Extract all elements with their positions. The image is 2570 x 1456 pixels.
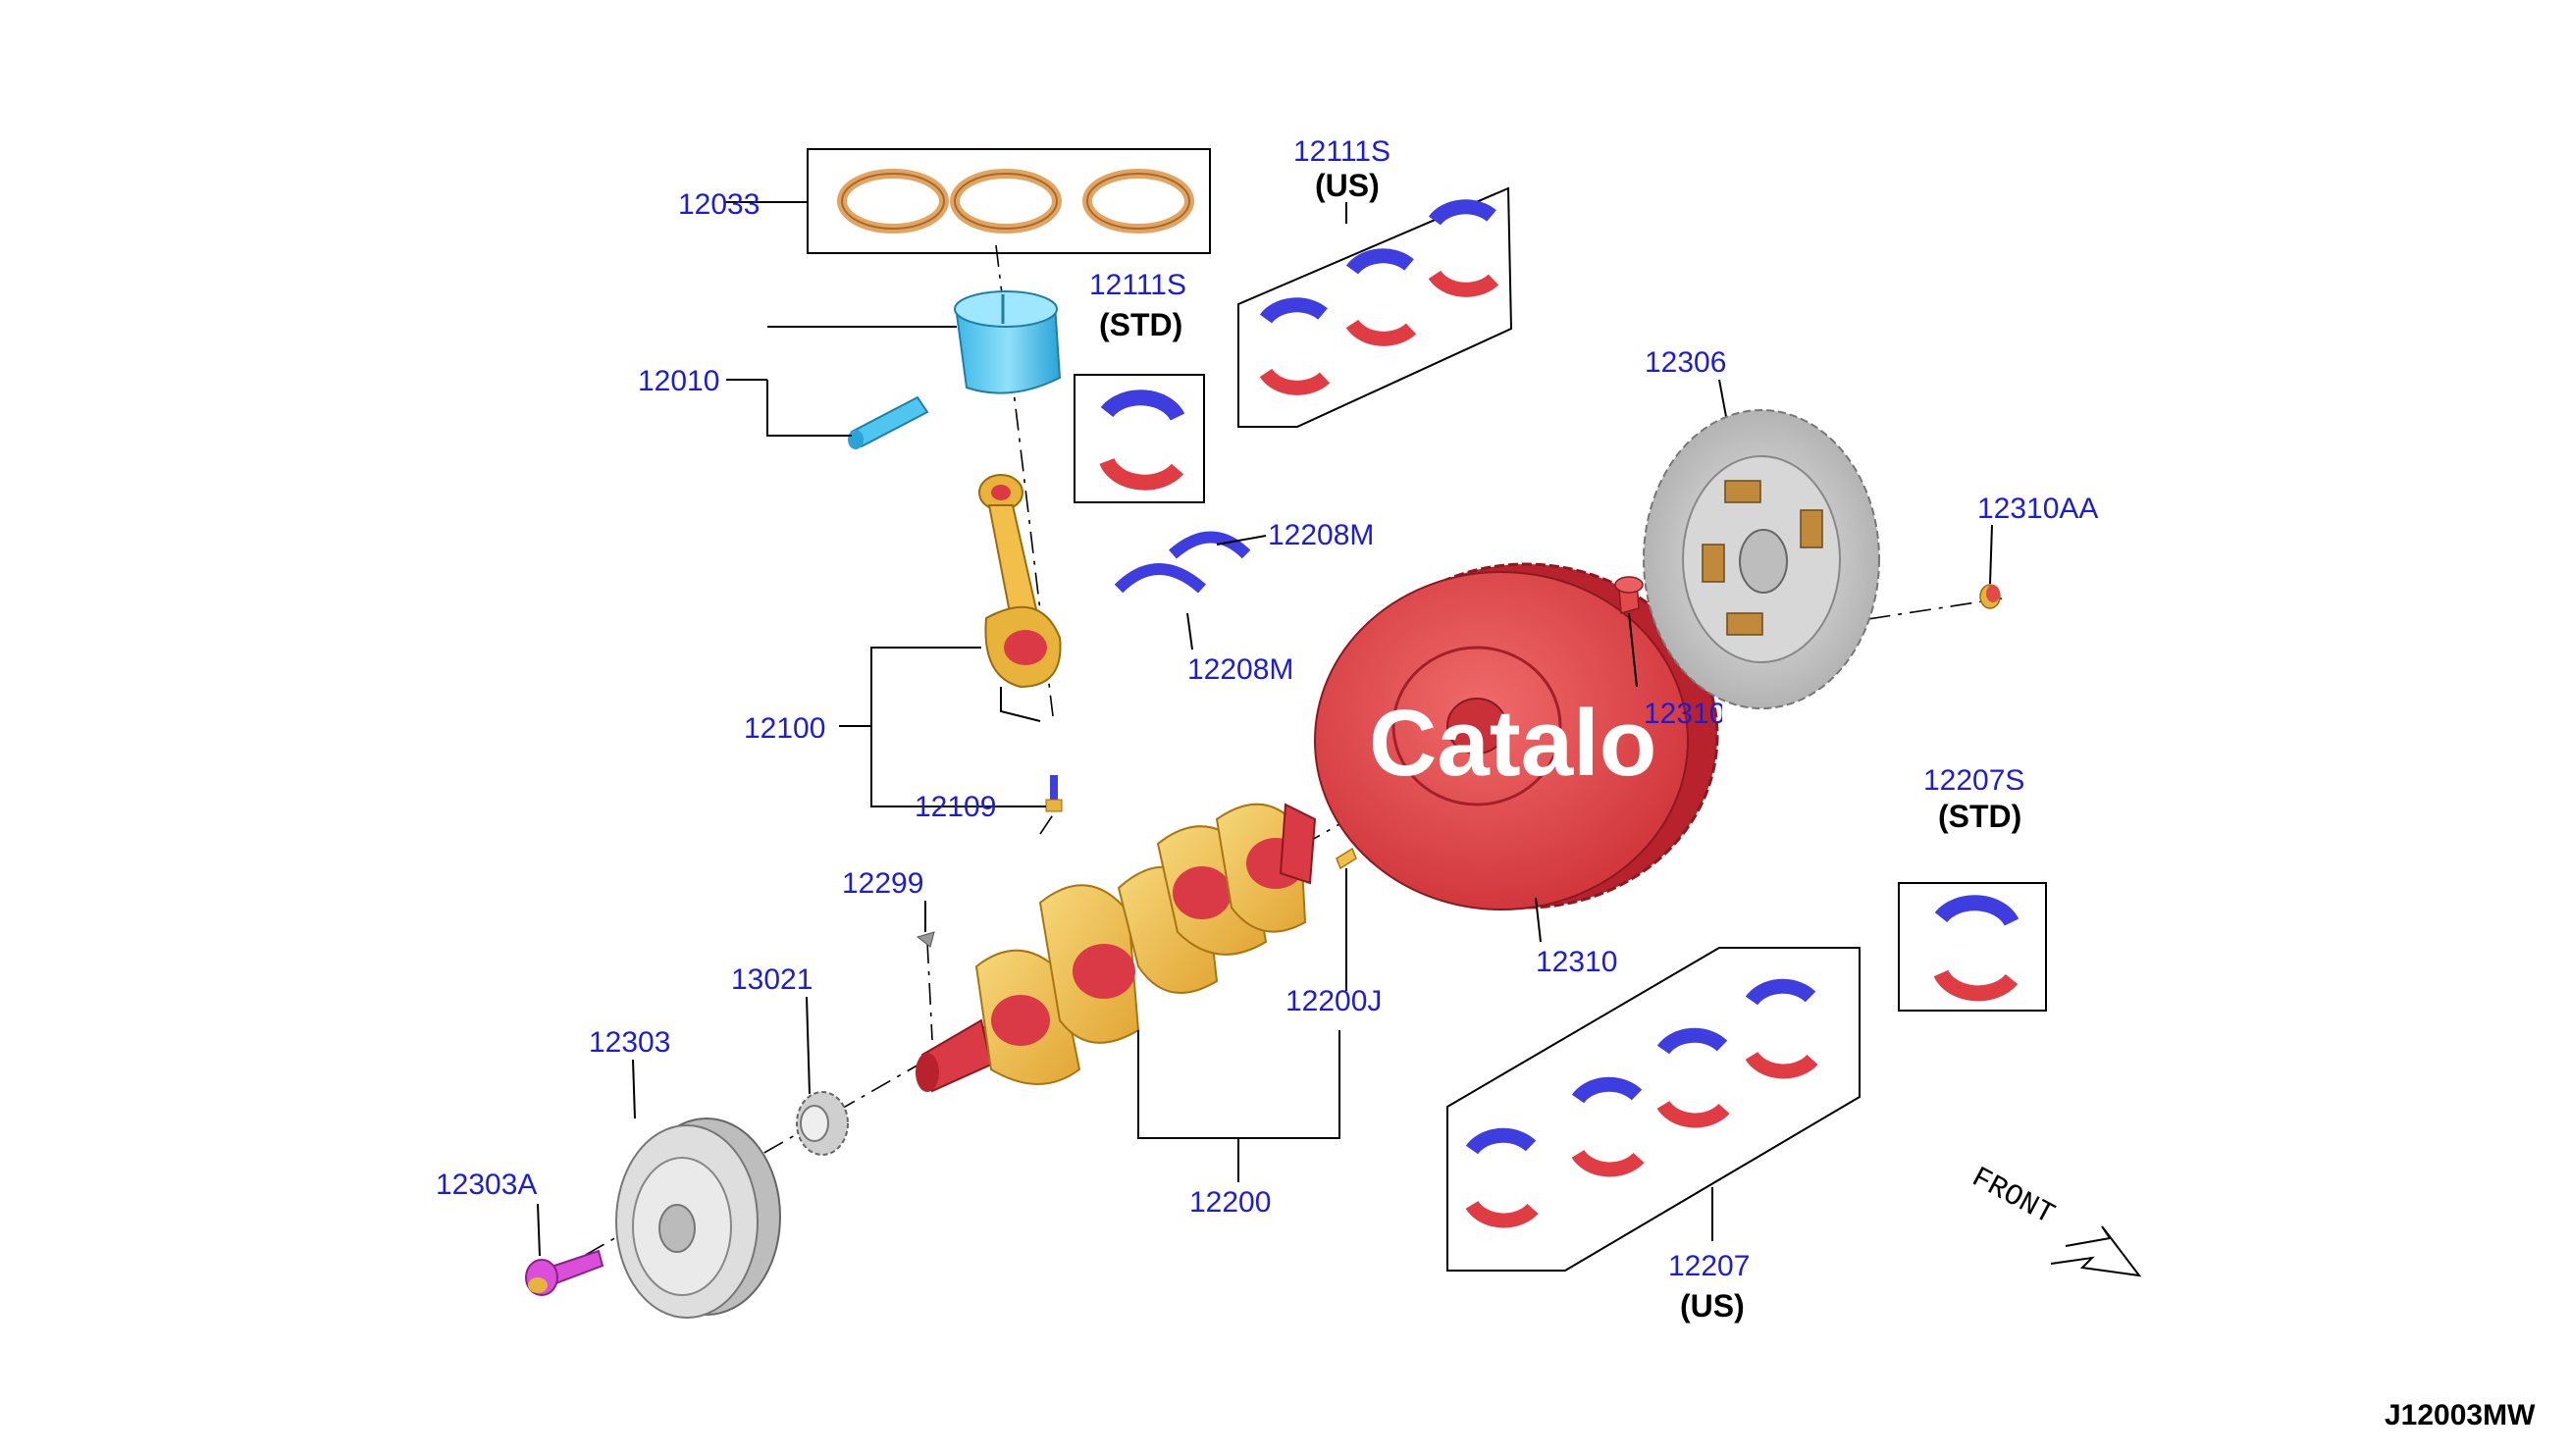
bearing-shell-icon	[1745, 978, 1818, 1079]
part-number-label[interactable]: 12109	[915, 791, 996, 823]
main-bearing-std-12207s[interactable]: 12207S (STD)	[1898, 764, 2047, 1012]
piston-icon	[954, 290, 1062, 394]
pilot-bushing-12200j[interactable]: 12200J	[1285, 847, 1382, 1017]
figure-code: J12003MW	[2385, 1399, 2536, 1431]
bearing-shell-icon	[1571, 1076, 1645, 1177]
front-label: FRONT	[1966, 1162, 2059, 1232]
bearing-shell-icon	[1465, 1127, 1539, 1228]
pin-icon	[916, 931, 935, 948]
bearing-shell-icon	[1259, 297, 1331, 395]
crankshaft-icon	[916, 803, 1317, 1093]
part-number-label[interactable]: 12200	[1189, 1186, 1271, 1219]
thrust-washer-12208m[interactable]: 12208M 12208M	[1114, 519, 1374, 686]
bolt-12310aa[interactable]: 12310AA	[1977, 493, 2098, 609]
connecting-rod-12100[interactable]: 12100	[734, 474, 1062, 748]
part-number-label[interactable]: 12207	[1668, 1250, 1750, 1282]
pulley-icon	[615, 1118, 781, 1319]
watermark-text: Catalo	[1369, 691, 1656, 796]
thrust-washer-icon	[1114, 531, 1251, 594]
bearing-shell-icon	[1428, 199, 1499, 297]
size-qualifier-label: (STD)	[1099, 307, 1182, 342]
con-rod-bearing-us-12111s[interactable]: 12111S (US)	[1237, 135, 1513, 428]
pulley-bolt-12303a[interactable]: 12303A	[436, 1169, 604, 1296]
part-number-label[interactable]: 12299	[842, 867, 923, 900]
sprocket-icon	[796, 1091, 849, 1156]
piston-ring-icon	[950, 169, 1062, 234]
crank-pulley-12303[interactable]: 12303	[589, 1026, 781, 1319]
size-qualifier-label: (US)	[1680, 1288, 1745, 1324]
crank-pin-12299[interactable]: 12299	[842, 867, 935, 948]
front-direction-indicator: FRONT	[1966, 1162, 2142, 1277]
bolt-icon	[1979, 584, 2001, 609]
part-number-label[interactable]: 12010	[638, 365, 719, 397]
part-number-label[interactable]: 12200J	[1285, 985, 1382, 1017]
bearing-shell-icon	[1656, 1027, 1730, 1128]
bearing-shell-icon	[1933, 895, 2019, 1002]
part-number-label[interactable]: 12111S	[1089, 269, 1186, 301]
bearing-shell-icon	[1099, 390, 1185, 491]
part-number-label[interactable]: 12208M	[1268, 519, 1374, 551]
clutch-disc-icon	[1643, 409, 1880, 709]
bushing-icon	[1336, 847, 1357, 870]
part-number-label[interactable]: 12033	[678, 188, 760, 221]
piston-12010[interactable]: 12010	[638, 290, 1062, 449]
part-number-label[interactable]: 12111S	[1293, 135, 1390, 168]
part-number-label[interactable]: 12310AA	[1977, 493, 2098, 525]
piston-rings-12033[interactable]: 12033	[678, 148, 1211, 254]
part-number-label[interactable]: 12310	[1536, 946, 1617, 978]
flywheel-12310[interactable]: Catalo 12310	[1314, 562, 1719, 978]
bolt-icon	[1045, 775, 1063, 812]
part-number-label[interactable]: 13021	[731, 963, 813, 996]
crankshaft-12200[interactable]: 12200	[916, 803, 1340, 1219]
piston-pin-icon	[848, 395, 929, 449]
bearing-shell-icon	[1345, 248, 1417, 346]
part-number-label[interactable]: 12303	[589, 1026, 670, 1059]
main-bearing-us-12207[interactable]: 12207 (US)	[1446, 947, 1861, 1324]
part-number-label[interactable]: 12208M	[1187, 653, 1293, 686]
piston-ring-icon	[1082, 169, 1194, 234]
clutch-disc-12306[interactable]: 12306	[1643, 346, 1880, 709]
part-number-label[interactable]: 12306	[1645, 346, 1726, 379]
bolt-icon	[1614, 576, 1644, 614]
bolt-icon	[525, 1249, 604, 1296]
size-qualifier-label: (STD)	[1938, 799, 2021, 834]
flywheel-icon	[1314, 562, 1719, 910]
con-rod-bearing-std-12111s[interactable]: 12111S (STD)	[1074, 269, 1205, 503]
rod-bolt-12109[interactable]: 12109	[870, 726, 1063, 823]
connecting-rod-icon	[978, 474, 1062, 689]
crank-sprocket-13021[interactable]: 13021	[731, 963, 849, 1156]
piston-ring-icon	[837, 169, 949, 234]
part-number-label[interactable]: 12303A	[436, 1169, 537, 1201]
size-qualifier-label: (US)	[1315, 168, 1380, 203]
front-arrow-icon	[2050, 1225, 2142, 1277]
